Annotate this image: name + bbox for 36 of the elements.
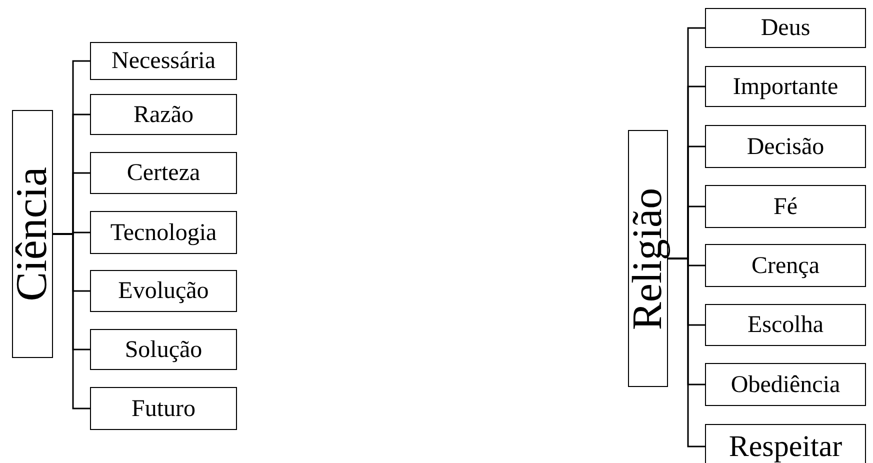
category-box <box>12 110 53 358</box>
term-box <box>705 125 866 168</box>
term-text: Obediência <box>730 372 840 396</box>
term-text: Futuro <box>131 396 196 420</box>
term-text: Solução <box>124 338 202 362</box>
term-text: Decisão <box>746 134 824 158</box>
term-box <box>90 329 237 370</box>
term-box <box>90 42 237 80</box>
term-text: Certeza <box>126 161 200 185</box>
term-text: Religião <box>627 187 669 330</box>
term-text: Respeitar <box>728 432 842 462</box>
term-text: Escolha <box>748 313 824 337</box>
term-box <box>705 304 866 346</box>
term-box <box>90 270 237 312</box>
term-text: Deus <box>760 16 810 40</box>
term-text: Importante <box>732 74 838 98</box>
term-box <box>705 244 866 287</box>
term-box <box>90 211 237 254</box>
term-box <box>705 424 866 463</box>
term-box <box>705 185 866 228</box>
category-box <box>628 130 668 387</box>
term-text: Tecnologia <box>110 220 217 244</box>
term-text: Necessária <box>112 49 216 73</box>
term-box <box>705 363 866 406</box>
term-box <box>705 66 866 107</box>
term-text: Razão <box>134 102 194 126</box>
term-box <box>90 387 237 430</box>
term-text: Fé <box>774 194 798 218</box>
term-text: Ciência <box>10 166 54 302</box>
connector-line <box>53 233 90 410</box>
term-text: Crença <box>752 254 820 278</box>
connector-line <box>668 258 705 448</box>
term-box <box>705 8 866 48</box>
term-box <box>90 152 237 194</box>
term-box <box>90 94 237 135</box>
term-text: Evolução <box>118 279 209 303</box>
